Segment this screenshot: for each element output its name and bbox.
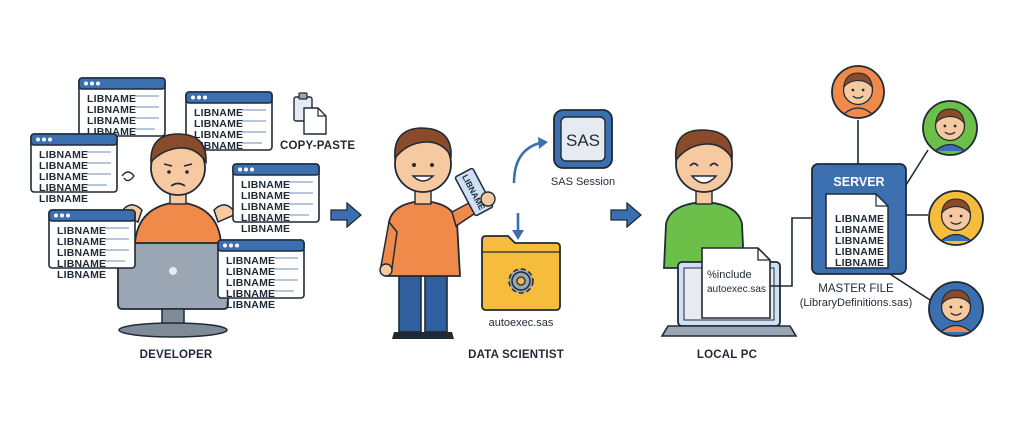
flow-arrow-icon <box>610 202 642 228</box>
sas-session-label: SAS Session <box>551 176 615 188</box>
svg-text:LIBNAME: LIBNAME <box>835 257 884 269</box>
data-scientist-person-icon <box>379 127 487 339</box>
user-avatar-icon <box>928 190 984 246</box>
svg-text:LIBNAME: LIBNAME <box>226 277 275 289</box>
svg-text:LIBNAME: LIBNAME <box>57 225 106 237</box>
server-title: SERVER <box>833 175 884 189</box>
svg-text:LIBNAME: LIBNAME <box>835 213 884 225</box>
svg-text:LIBNAME: LIBNAME <box>194 118 243 130</box>
svg-text:LIBNAME: LIBNAME <box>39 149 88 161</box>
developer-section: LIBNAME LIBNAME LIBNAME LIBNAME LIBNAME … <box>30 77 355 361</box>
code-window-icon: LIBNAME LIBNAME LIBNAME LIBNAME LIBNAME <box>48 209 136 281</box>
document-icon: %include autoexec.sas <box>701 247 771 319</box>
user-avatar-icon <box>831 65 885 119</box>
svg-text:LIBNAME: LIBNAME <box>241 212 290 224</box>
data-scientist-label: DATA SCIENTIST <box>468 349 564 361</box>
svg-text:LIBNAME: LIBNAME <box>835 246 884 258</box>
master-file-subtitle: (LibraryDefinitions.sas) <box>800 297 912 309</box>
master-file-document-icon: LIBNAME LIBNAME LIBNAME LIBNAME LIBNAME <box>825 193 889 269</box>
svg-text:LIBNAME: LIBNAME <box>39 193 88 205</box>
flow-arrow-icon <box>330 202 362 228</box>
svg-text:LIBNAME: LIBNAME <box>39 182 88 194</box>
svg-text:LIBNAME: LIBNAME <box>39 171 88 183</box>
sas-logo: SAS <box>566 131 600 150</box>
developer-label: DEVELOPER <box>140 349 213 361</box>
svg-text:LIBNAME: LIBNAME <box>241 223 290 235</box>
sas-icon: SAS <box>553 109 613 169</box>
monitor-icon <box>117 242 229 338</box>
svg-text:LIBNAME: LIBNAME <box>241 179 290 191</box>
svg-text:LIBNAME: LIBNAME <box>226 266 275 278</box>
code-window-icon: LIBNAME LIBNAME LIBNAME LIBNAME LIBNAME <box>232 163 320 235</box>
folder-icon <box>481 235 561 311</box>
master-file-label: MASTER FILE <box>818 283 894 295</box>
server-connector-lines <box>857 120 931 301</box>
svg-text:LIBNAME: LIBNAME <box>87 93 136 105</box>
code-window-icon: LIBNAME LIBNAME LIBNAME LIBNAME LIBNAME <box>30 133 118 205</box>
svg-text:LIBNAME: LIBNAME <box>241 190 290 202</box>
svg-text:LIBNAME: LIBNAME <box>39 160 88 172</box>
svg-text:LIBNAME: LIBNAME <box>87 115 136 127</box>
svg-text:LIBNAME: LIBNAME <box>194 140 243 152</box>
code-window-icon: LIBNAME LIBNAME LIBNAME LIBNAME LIBNAME <box>217 239 305 311</box>
server-section: SERVER LIBNAME LIBNAME LIBNAME LIBNAME L… <box>800 65 984 337</box>
gear-icon <box>508 268 534 294</box>
svg-text:LIBNAME: LIBNAME <box>241 201 290 213</box>
local-pc-section: %include autoexec.sas LOCAL PC <box>660 129 798 361</box>
svg-text:LIBNAME: LIBNAME <box>57 236 106 248</box>
stress-swirl-icon <box>121 171 135 182</box>
code-window-icon: LIBNAME LIBNAME LIBNAME LIBNAME <box>78 77 166 138</box>
autoexec-label: autoexec.sas <box>489 317 554 329</box>
svg-text:LIBNAME: LIBNAME <box>835 235 884 247</box>
svg-text:LIBNAME: LIBNAME <box>57 269 106 281</box>
user-avatar-icon <box>922 100 978 156</box>
include-line: %include <box>707 269 752 281</box>
svg-text:LIBNAME: LIBNAME <box>226 288 275 300</box>
connector-line <box>770 217 812 287</box>
developer-person-icon <box>118 133 238 244</box>
server-icon: SERVER LIBNAME LIBNAME LIBNAME LIBNAME L… <box>811 163 907 275</box>
copy-paste-icon <box>293 92 327 135</box>
svg-text:LIBNAME: LIBNAME <box>226 255 275 267</box>
svg-text:LIBNAME: LIBNAME <box>226 299 275 311</box>
svg-text:LIBNAME: LIBNAME <box>57 247 106 259</box>
user-avatar-icon <box>928 281 984 337</box>
autoexec-line: autoexec.sas <box>707 284 766 295</box>
svg-text:LIBNAME: LIBNAME <box>835 224 884 236</box>
svg-text:LIBNAME: LIBNAME <box>194 107 243 119</box>
copy-paste-label: COPY-PASTE <box>280 140 355 152</box>
arrow-icon <box>512 141 541 184</box>
local-pc-label: LOCAL PC <box>697 349 757 361</box>
code-window-icon: LIBNAME LIBNAME LIBNAME LIBNAME <box>185 91 273 152</box>
svg-text:LIBNAME: LIBNAME <box>87 104 136 116</box>
svg-text:LIBNAME: LIBNAME <box>57 258 106 270</box>
data-scientist-section: LIBNAME SAS SAS Session autoexec.sas DAT <box>379 109 615 361</box>
svg-text:LIBNAME: LIBNAME <box>194 129 243 141</box>
